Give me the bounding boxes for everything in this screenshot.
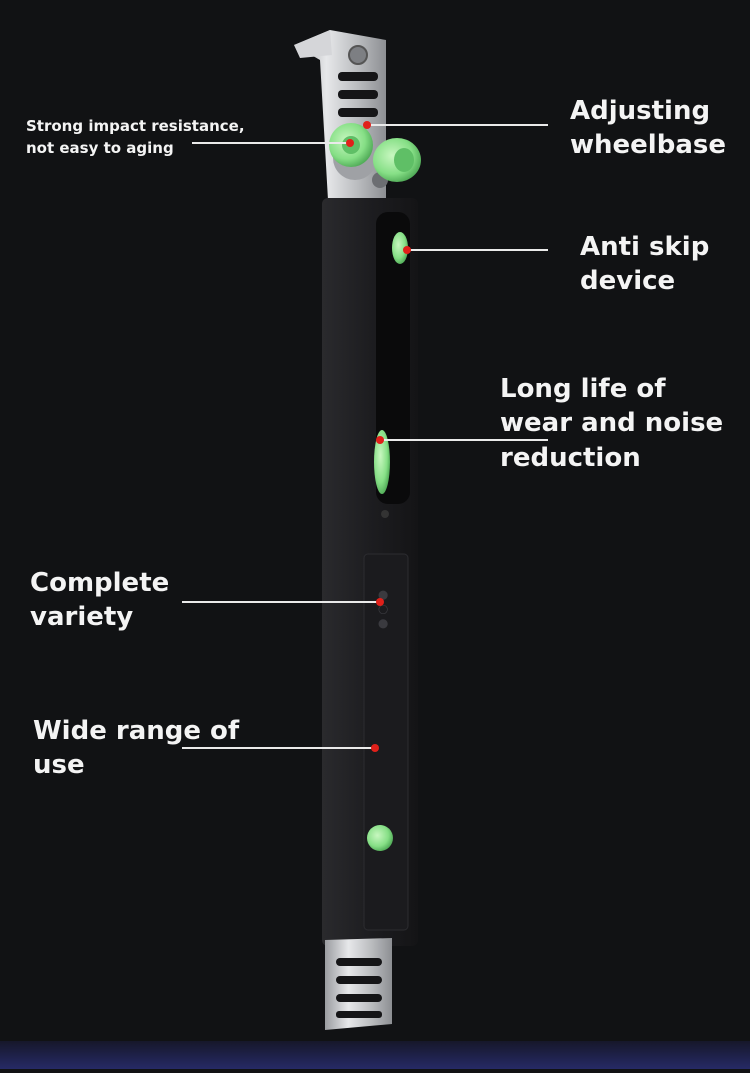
marker-dots [346,121,411,752]
annotation-variety: Complete variety [30,568,170,633]
annotation-antiskip: Anti skip device [580,232,710,297]
bottom-bracket [325,938,392,1030]
annotation-longlife: Long life of wear and noise reduction [500,374,724,473]
annotation-impact: Strong impact resistance, not easy to ag… [26,117,245,157]
bottom-gradient-band [0,1041,750,1069]
svg-text:● ○ ●: ● ○ ● [377,590,391,629]
annotation-wheelbase: Adjusting wheelbase [570,96,726,161]
damper-body: ● ○ ● [322,198,418,946]
leader-lines [182,124,548,749]
annotation-range: Wide range of use [33,716,240,781]
top-bracket [294,30,388,210]
